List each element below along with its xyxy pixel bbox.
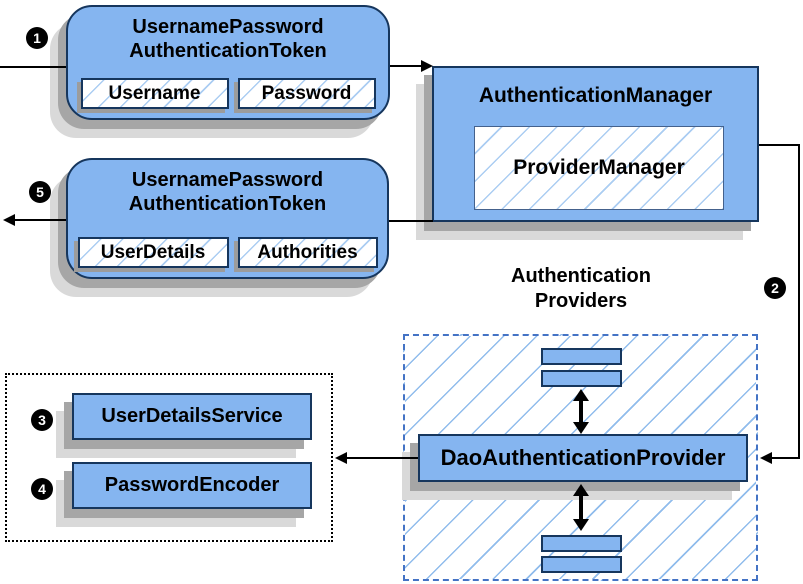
userdetails-field: UserDetails [77, 237, 229, 268]
step-5-badge: 5 [29, 181, 51, 203]
provider-stack-bottom-bar-1 [541, 535, 622, 552]
authentication-manager-title: AuthenticationManager [478, 84, 713, 107]
step-1-badge: 1 [26, 27, 48, 49]
manager-to-provider-arrowhead [760, 452, 772, 464]
manager-to-provider-connector [759, 144, 800, 459]
authentication-providers-label-line2: Providers [534, 290, 628, 312]
provider-to-collaborators-arrowhead [335, 452, 347, 464]
password-encoder-label: PasswordEncoder [104, 474, 280, 496]
node-user-details-service: UserDetailsService [72, 393, 312, 440]
node-result-token: UsernamePassword AuthenticationToken Use… [66, 158, 389, 279]
provider-manager-label: ProviderManager [513, 156, 685, 179]
provider-stack-bottom-bar-2 [541, 556, 622, 573]
result-token-title: UsernamePassword AuthenticationToken [68, 160, 387, 216]
collaborators-dotted-box [5, 373, 333, 542]
request-token-title-line1: UsernamePassword [132, 16, 324, 38]
request-token-fields: Username Password [68, 78, 388, 109]
result-output-arrowhead [3, 214, 15, 226]
node-request-token: UsernamePassword AuthenticationToken Use… [66, 5, 390, 120]
provider-stack-top-bar-2 [541, 370, 622, 387]
user-details-service-label: UserDetailsService [101, 405, 283, 427]
request-token-title: UsernamePassword AuthenticationToken [68, 7, 388, 63]
authentication-providers-label-line1: Authentication [511, 265, 651, 287]
provider-manager-box: ProviderManager [474, 126, 724, 210]
node-dao-authentication-provider: DaoAuthenticationProvider [418, 434, 748, 482]
dao-authentication-provider-label: DaoAuthenticationProvider [440, 445, 726, 470]
password-field: Password [237, 78, 376, 109]
authorities-field: Authorities [237, 237, 378, 268]
step-3-badge: 3 [31, 409, 53, 431]
node-password-encoder: PasswordEncoder [72, 462, 312, 509]
request-token-title-line2: AuthenticationToken [129, 40, 327, 62]
step-2-badge: 2 [764, 277, 786, 299]
provider-stack-top-bar-1 [541, 348, 622, 365]
result-token-title-line2: AuthenticationToken [128, 193, 327, 215]
result-token-fields: UserDetails Authorities [68, 237, 387, 268]
authentication-providers-label: Authentication Providers [431, 264, 731, 314]
node-authentication-manager: AuthenticationManager ProviderManager [432, 66, 759, 222]
step-4-badge: 4 [31, 478, 53, 500]
result-token-title-line1: UsernamePassword [131, 169, 324, 191]
username-field: Username [80, 78, 229, 109]
